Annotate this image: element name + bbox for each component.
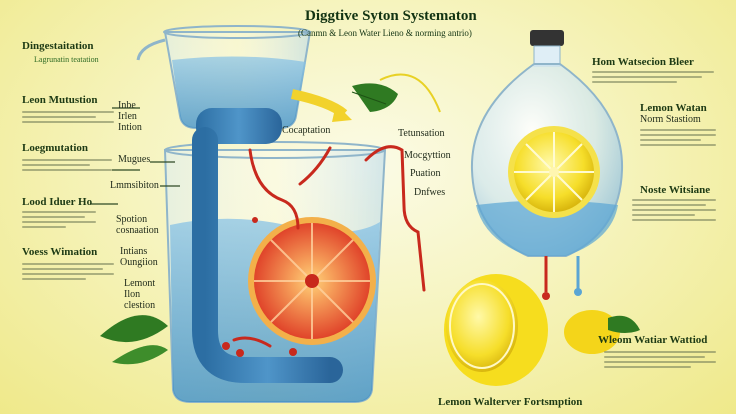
- arrow: [290, 73, 441, 122]
- left-s4-callout-a: Intians Oungiion: [120, 246, 158, 268]
- center-label-d: Puation: [410, 168, 441, 179]
- left-s3-heading: Lood Iduer Ho: [22, 196, 93, 208]
- left-s4-text: [22, 260, 114, 283]
- vessel-beads: [222, 217, 297, 357]
- left-top-heading: Dingestaitation: [22, 40, 94, 52]
- right-s2-heading: Lemon Watan: [640, 102, 707, 114]
- right-s2-sub: Norm Stastiom: [640, 114, 701, 125]
- page-subtitle: (Canmn & Leon Water Lieno & norming antr…: [298, 28, 472, 38]
- left-s1-heading: Leon Mutustion: [22, 94, 98, 106]
- center-label-b: Tetunsation: [398, 128, 445, 139]
- center-label-c: Mocgyttion: [404, 150, 451, 161]
- lemon-small: [564, 310, 640, 354]
- right-s1-text: [592, 68, 714, 86]
- leaves-left: [100, 315, 168, 365]
- left-s2-callout-b: Lmmsibiton: [110, 180, 159, 191]
- left-s4-callout-b: Lemont Ilon clestion: [124, 278, 156, 311]
- right-s3-heading: Noste Witsiane: [640, 184, 711, 196]
- left-top-sub: Lagrunatin teatation: [34, 55, 99, 64]
- right-s3-text: [632, 196, 716, 224]
- right-s1-heading: Hom Watsecion Bleer: [592, 56, 694, 68]
- tube: [192, 127, 343, 383]
- left-s3-text: [22, 208, 96, 231]
- orange-slice: [248, 217, 376, 345]
- right-flask: [470, 30, 624, 300]
- connectors: [90, 107, 180, 205]
- left-s1-callout: Inbe Irlen Intion: [118, 100, 142, 133]
- left-s3-callout: Spotion cosnaation: [116, 214, 159, 236]
- right-s4-heading: Wleom Watiar Wattiod: [598, 334, 708, 346]
- right-s2-text: [640, 126, 716, 149]
- upper-jug: [136, 25, 312, 144]
- left-s2-callout-a: Mugues: [118, 154, 151, 165]
- left-s2-text: [22, 156, 112, 174]
- center-label-a: Cocaptation: [282, 125, 331, 136]
- right-s4-text: [604, 348, 716, 371]
- footer-caption: Lemon Walterver Fortsmption: [438, 396, 583, 408]
- center-label-e: Dnfwes: [414, 187, 446, 198]
- lemon-half: [444, 274, 548, 386]
- red-vessels: [232, 145, 426, 348]
- left-s4-heading: Voess Wimation: [22, 246, 98, 258]
- left-s2-heading: Loegmutation: [22, 142, 88, 154]
- left-s1-text: [22, 108, 114, 126]
- page-title: Diggtive Syton Systematon: [305, 8, 477, 24]
